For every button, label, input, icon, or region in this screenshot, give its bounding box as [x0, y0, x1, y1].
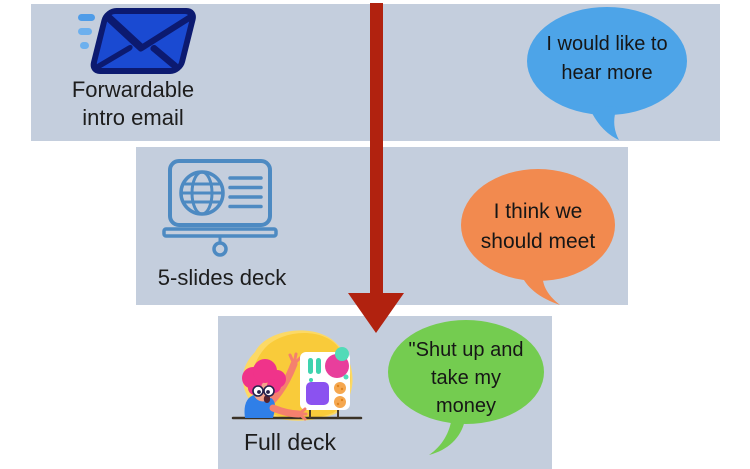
board-mint-circle — [335, 347, 349, 361]
bubble-text-line: hear more — [561, 62, 653, 84]
bubble-tail — [520, 270, 560, 305]
speed-line — [80, 42, 89, 49]
step-1-label-line: intro email — [82, 105, 184, 130]
board-bar — [308, 358, 313, 374]
board-bar — [316, 358, 321, 374]
bubble-body — [461, 169, 615, 281]
person-mouth — [263, 395, 271, 403]
bubble-text-line: money — [435, 395, 497, 417]
bubble-tail — [588, 105, 619, 140]
bubble-tail — [429, 416, 465, 455]
board-dot — [309, 378, 313, 382]
bubble-body — [527, 7, 687, 115]
bubble-text-line: "Shut up and — [408, 339, 524, 361]
presentation-screen-icon — [162, 159, 278, 257]
bubble-2-text: I think we should meet — [468, 197, 608, 257]
presenter-with-board-illustration — [231, 330, 363, 421]
bubble-text-line: take my — [430, 367, 502, 389]
speech-bubble-orange — [461, 169, 615, 305]
bubble-text-line: I would like to — [546, 33, 668, 55]
step-1-label: Forwardable intro email — [53, 76, 213, 132]
person-glasses — [252, 385, 275, 397]
hand-fingers — [288, 352, 302, 366]
board-mint-dot — [343, 374, 349, 380]
speed-line — [78, 28, 92, 35]
speech-bubble-green — [388, 320, 544, 455]
board-orange-badges — [334, 382, 346, 408]
bubble-1-text: I would like to hear more — [537, 30, 677, 88]
bubble-body — [388, 320, 544, 424]
bubble-text-line: I think we — [493, 200, 583, 223]
down-arrow — [348, 3, 404, 333]
speech-bubble-blue — [527, 7, 687, 140]
flying-email-icon — [78, 8, 196, 74]
bubble-text-line: should meet — [480, 230, 596, 253]
speed-line — [78, 14, 95, 21]
envelope — [90, 8, 196, 74]
hand-fingers — [297, 407, 308, 421]
board-purple-square — [306, 382, 329, 405]
step-3-label: Full deck — [210, 428, 370, 456]
bubble-3-text: "Shut up and take my money — [396, 336, 536, 420]
lower-arm — [269, 404, 303, 418]
step-2-label-line: 5-slides deck — [157, 265, 287, 290]
step-1-label-line: Forwardable — [71, 77, 195, 102]
step-2-label: 5-slides deck — [142, 264, 302, 292]
step-3-label-line: Full deck — [243, 429, 337, 455]
